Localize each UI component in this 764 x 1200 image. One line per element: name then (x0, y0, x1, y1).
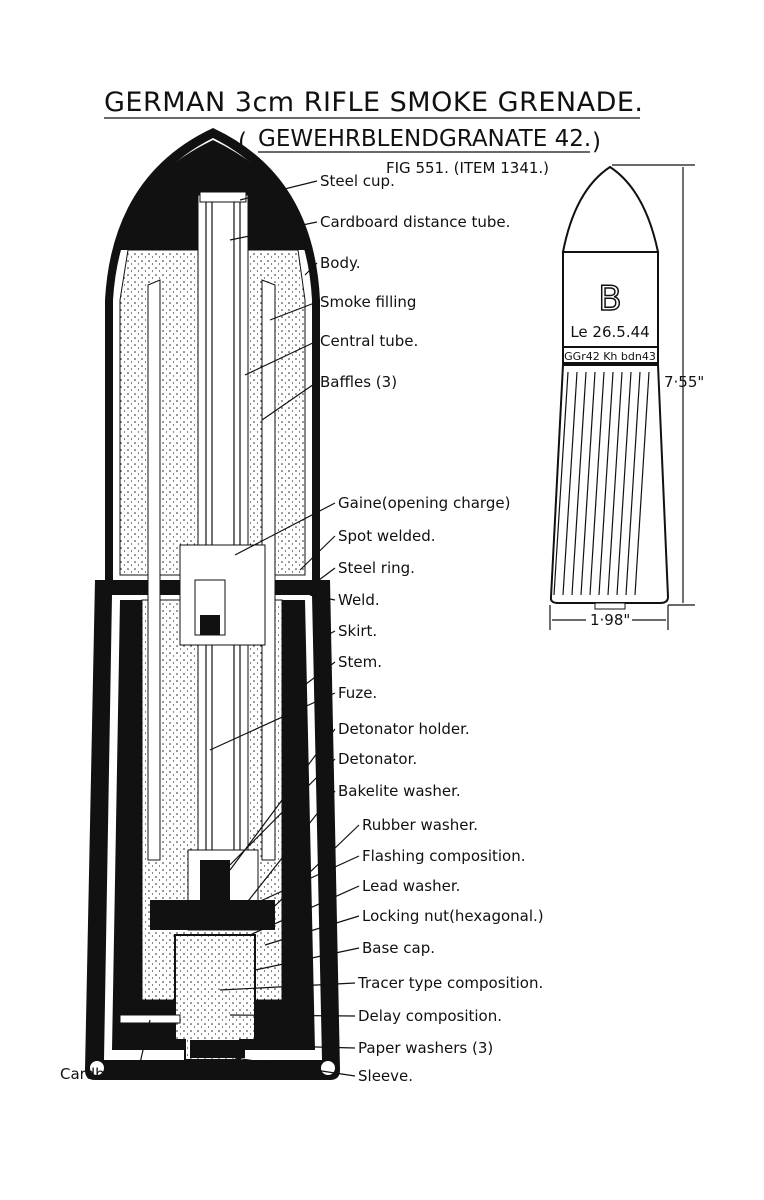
diameter-label: 1·98" (590, 611, 630, 629)
part-label: Locking nut(hexagonal.) (362, 907, 544, 925)
part-label: Bakelite washer. (338, 782, 461, 800)
label-layer: Steel cup. Cardboard distance tube. Body. S… (60, 172, 544, 1085)
steel-cup (199, 191, 247, 203)
leader-line (229, 1014, 356, 1017)
figure-number: FIG 551. (ITEM 1341.) (386, 159, 549, 177)
flute-line (616, 371, 632, 596)
baffle (147, 279, 161, 861)
flute-line (553, 371, 569, 596)
part-label: Spot welded. (338, 527, 436, 545)
part-label: Sleeve. (358, 1067, 413, 1085)
flute-line (634, 371, 650, 596)
part-label: Detonator holder. (338, 720, 470, 738)
part-label: Rubber washer. (362, 816, 478, 834)
leader-line (234, 1057, 356, 1077)
part-label: Flashing composition. (362, 847, 526, 865)
exterior-body (562, 251, 659, 348)
leader-line (244, 340, 318, 376)
leader-line (254, 824, 360, 926)
flute-line (598, 371, 614, 596)
band (562, 346, 659, 364)
part-label: Tracer type composition. (357, 974, 543, 992)
part-label: Gaine(opening charge) (338, 494, 510, 512)
sleeve (190, 1040, 245, 1058)
leader-line (314, 567, 336, 584)
leader-line (284, 661, 336, 701)
flute-line (625, 371, 641, 596)
part-label: Stem. (338, 653, 382, 671)
part-label: Weld. (338, 591, 380, 609)
leader-line (264, 915, 360, 946)
part-label: Smoke filling (320, 293, 416, 311)
flute-line (571, 371, 587, 596)
diagram-subtitle-close: ) (592, 129, 601, 155)
leader-line (304, 262, 318, 276)
exterior-nose (561, 165, 660, 253)
part-label: Central tube. (320, 332, 418, 350)
leader-line (229, 855, 360, 916)
locking-nut (150, 900, 275, 930)
exterior-view: B Le 26.5.44 GGr42 Kh bdn43 7·55" 1·98" (549, 164, 704, 630)
grenade-section (85, 128, 340, 1080)
flute-line (562, 371, 578, 596)
leader-line (229, 221, 318, 241)
part-label: Detonator. (338, 750, 417, 768)
part-label: Lead washer. (362, 877, 460, 895)
part-label: Steel cup. (320, 172, 395, 190)
leader-line (269, 301, 318, 321)
leader-line (239, 180, 318, 201)
flute-line (580, 371, 596, 596)
leader-line (244, 790, 336, 906)
part-label: Cardboard washer. (60, 1065, 201, 1083)
baffle (261, 279, 276, 861)
date-marking: Le 26.5.44 (570, 323, 649, 341)
diagram-title: GERMAN 3cm RIFLE SMOKE GRENADE. (104, 87, 644, 118)
flute-line (607, 371, 623, 596)
leader-line (299, 535, 336, 571)
leader-line (219, 982, 356, 991)
part-label: Baffles (3) (320, 373, 397, 391)
marking-letter: B (598, 279, 621, 319)
leader-line (309, 594, 336, 601)
part-label: Delay composition. (358, 1007, 502, 1025)
leader-line (249, 885, 360, 936)
band-marking: GGr42 Kh bdn43 (564, 350, 656, 363)
leader-line (214, 758, 336, 881)
part-label: Steel ring. (338, 559, 415, 577)
leader-line (209, 692, 336, 751)
part-label: Paper washers (3) (358, 1039, 493, 1057)
diagram-subtitle: ( (238, 129, 247, 155)
leader-line (239, 1044, 356, 1049)
part-label: Body. (320, 254, 361, 272)
flute-line (589, 371, 605, 596)
part-label: Fuze. (338, 684, 377, 702)
length-label: 7·55" (664, 373, 704, 391)
part-label: Base cap. (362, 939, 435, 957)
leader-line (254, 947, 360, 971)
part-label: Skirt. (338, 622, 377, 640)
part-label: Cardboard distance tube. (320, 213, 510, 231)
leader-line (261, 381, 318, 421)
diagram-subtitle-text: GEWEHRBLENDGRANATE 42. (258, 126, 591, 152)
leader-line (234, 502, 336, 556)
cardboard-washer (119, 1014, 181, 1024)
skirt-flutes (553, 371, 650, 596)
leader-line (317, 630, 336, 641)
leader-line (139, 1019, 151, 1064)
